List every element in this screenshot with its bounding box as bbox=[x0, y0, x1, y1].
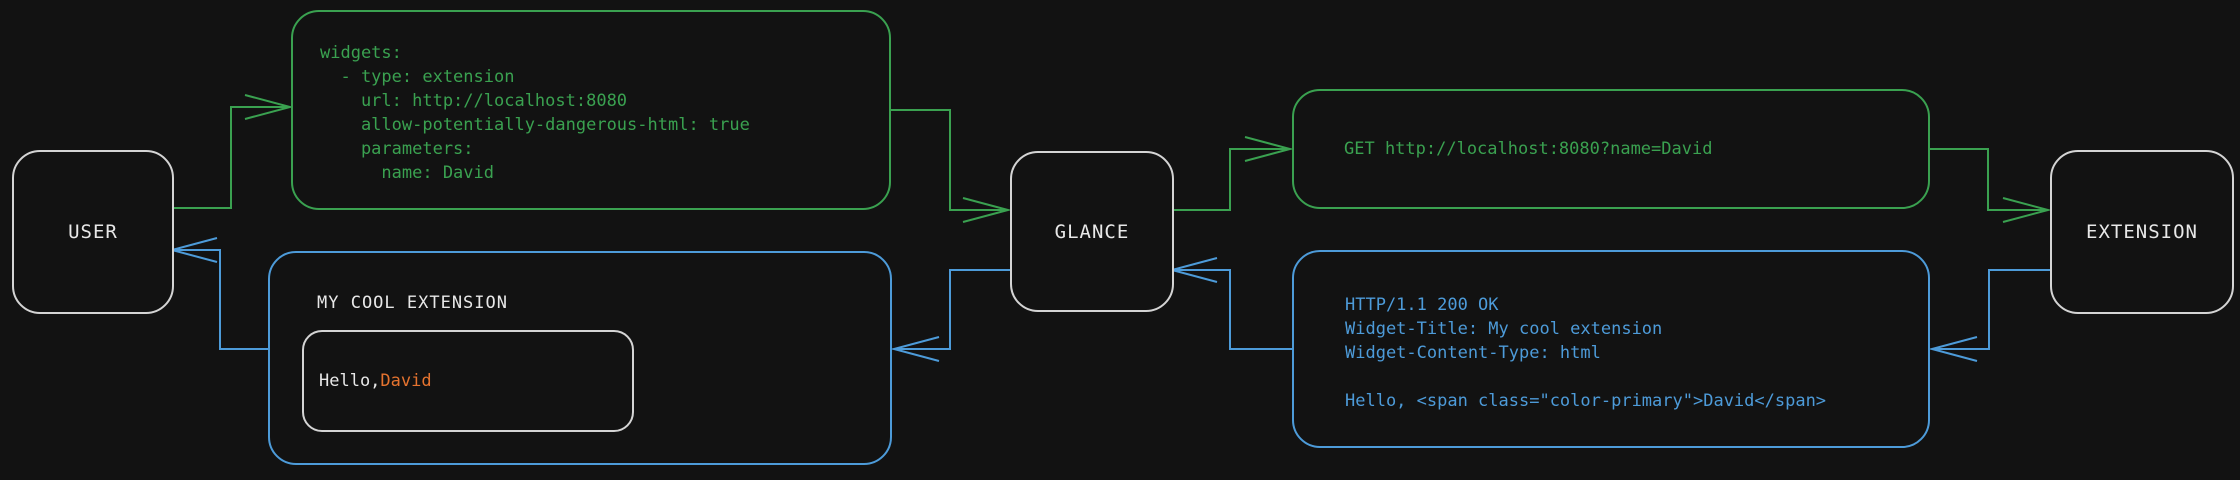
request-code-box: GET http://localhost:8080?name=David bbox=[1292, 89, 1930, 209]
config-code: widgets: - type: extension url: http://l… bbox=[320, 43, 750, 183]
node-glance: GLANCE bbox=[1010, 151, 1174, 312]
response-code-box: HTTP/1.1 200 OK Widget-Title: My cool ex… bbox=[1292, 250, 1930, 448]
greeting-name: David bbox=[380, 371, 432, 391]
config-code-box: widgets: - type: extension url: http://l… bbox=[291, 10, 891, 210]
response-code: HTTP/1.1 200 OK Widget-Title: My cool ex… bbox=[1345, 295, 1827, 411]
arrow-glance-to-widget bbox=[890, 269, 1010, 362]
node-user: USER bbox=[12, 150, 174, 314]
widget-inner-box: Hello, David bbox=[302, 330, 634, 432]
widget-title: MY COOL EXTENSION bbox=[317, 293, 508, 313]
node-glance-label: GLANCE bbox=[1054, 220, 1130, 243]
node-extension-label: EXTENSION bbox=[2086, 221, 2198, 243]
arrow-config-to-glance bbox=[891, 109, 1012, 223]
arrow-widget-to-user bbox=[168, 237, 268, 350]
arrow-request-to-extension bbox=[1930, 148, 2052, 223]
node-user-label: USER bbox=[68, 221, 118, 243]
widget-preview-box: MY COOL EXTENSION Hello, David bbox=[268, 251, 892, 465]
request-code: GET http://localhost:8080?name=David bbox=[1344, 139, 1713, 159]
arrow-glance-to-request bbox=[1170, 136, 1294, 211]
arrow-response-to-glance bbox=[1168, 257, 1292, 350]
greeting-text: Hello, bbox=[319, 371, 381, 391]
node-extension: EXTENSION bbox=[2050, 150, 2234, 314]
arrow-user-to-config bbox=[170, 94, 294, 209]
arrow-extension-to-response bbox=[1928, 269, 2050, 362]
